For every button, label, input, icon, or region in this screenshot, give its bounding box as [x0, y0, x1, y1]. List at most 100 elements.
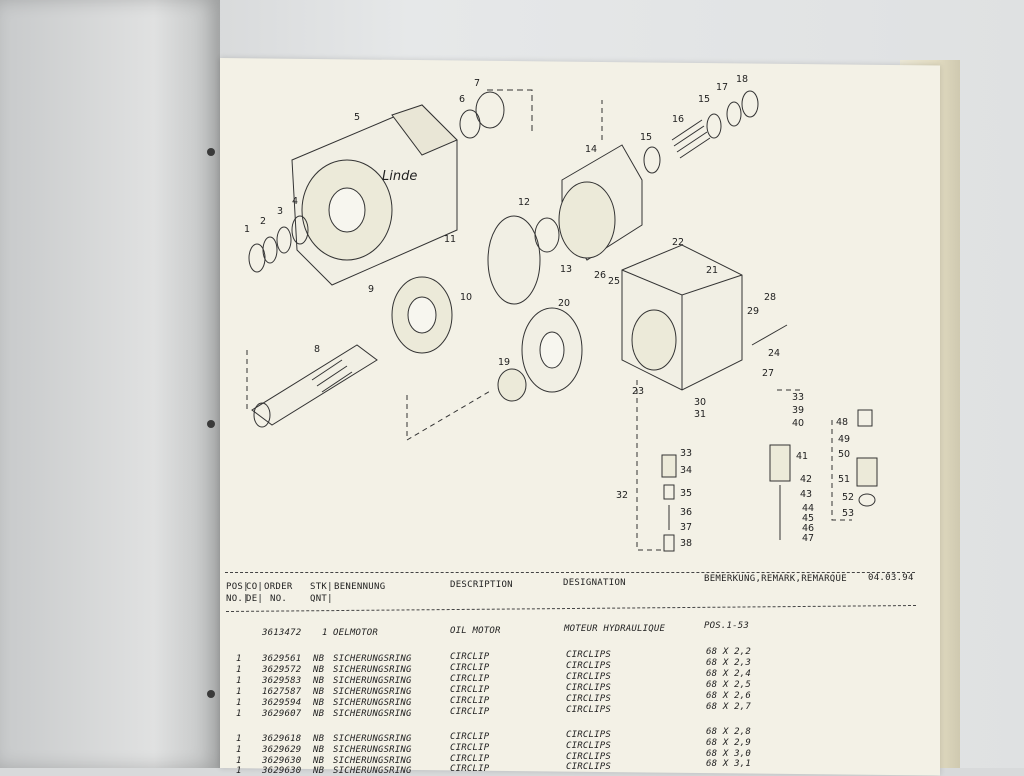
- row-description: CIRCLIP: [450, 674, 490, 684]
- header-rule-top: [225, 572, 915, 573]
- callout-label: 24: [768, 348, 780, 359]
- row-pos: 1: [236, 745, 242, 755]
- callout-label: 51: [838, 474, 850, 485]
- callout-label: 26: [594, 270, 606, 281]
- callout-label: 19: [498, 357, 510, 368]
- row-order: 3629630: [262, 756, 302, 766]
- callout-label: 4: [292, 196, 298, 207]
- row-order: 3629561: [262, 654, 302, 664]
- callout-label: 27: [762, 368, 774, 379]
- callout-label: 1: [244, 224, 250, 235]
- callout-label: 48: [836, 417, 848, 428]
- main-benennung: OELMOTOR: [333, 628, 378, 638]
- row-remark: 68 X 2,3: [706, 658, 751, 668]
- callout-label: 38: [680, 538, 692, 549]
- row-benennung: SICHERUNGSRING: [333, 676, 412, 686]
- callout-label: 11: [444, 234, 456, 245]
- main-order: 3613472: [262, 628, 302, 638]
- callout-label: 29: [747, 306, 759, 317]
- row-description: CIRCLIP: [450, 652, 490, 662]
- main-description: OIL MOTOR: [450, 626, 501, 636]
- row-designation: CIRCLIPS: [566, 762, 611, 772]
- binder-hole: [207, 690, 215, 698]
- callout-label: 46: [802, 523, 814, 534]
- col-remark-header: BEMERKUNG,REMARK,REMARQUE: [704, 574, 847, 584]
- row-designation: CIRCLIPS: [566, 730, 611, 740]
- row-designation: CIRCLIPS: [566, 752, 611, 762]
- col-description-header: DESCRIPTION: [450, 580, 513, 590]
- callout-label: 31: [694, 409, 706, 420]
- valve-cartridge-part: [661, 454, 677, 478]
- row-benennung: SICHERUNGSRING: [333, 709, 412, 719]
- callout-label: 53: [842, 508, 854, 519]
- row-order: 3629572: [262, 665, 302, 675]
- callout-label: 50: [838, 449, 850, 460]
- callout-label: 22: [672, 237, 684, 248]
- row-pos: 1: [236, 676, 242, 686]
- callout-label: 47: [802, 533, 814, 544]
- callout-label: 6: [459, 94, 465, 105]
- row-designation: CIRCLIPS: [566, 705, 611, 715]
- main-designation: MOTEUR HYDRAULIQUE: [564, 624, 666, 634]
- callout-label: 9: [368, 284, 374, 295]
- callout-label: 41: [796, 451, 808, 462]
- callout-label: 43: [800, 489, 812, 500]
- col-code-header: CO|: [246, 582, 264, 592]
- col-order-header: ORDER: [264, 582, 293, 592]
- main-remark: POS.1-53: [704, 621, 749, 631]
- callout-label: 18: [736, 74, 748, 85]
- binder-hole: [207, 148, 215, 156]
- callout-label: 28: [764, 292, 776, 303]
- col-order-header-2: NO.: [270, 594, 288, 604]
- callout-label: 15: [698, 94, 710, 105]
- row-pos: 1: [236, 698, 242, 708]
- row-description: CIRCLIP: [450, 663, 490, 673]
- row-designation: CIRCLIPS: [566, 741, 611, 751]
- row-benennung: SICHERUNGSRING: [333, 734, 412, 744]
- row-description: CIRCLIP: [450, 685, 490, 695]
- row-qty: NB: [313, 709, 325, 719]
- row-benennung: SICHERUNGSRING: [333, 756, 412, 766]
- row-description: CIRCLIP: [450, 743, 490, 753]
- row-remark: 68 X 3,1: [706, 759, 751, 769]
- callout-label: 14: [585, 144, 597, 155]
- col-designation-header: DESIGNATION: [563, 578, 626, 588]
- row-benennung: SICHERUNGSRING: [333, 654, 412, 664]
- row-remark: 68 X 2,9: [706, 738, 751, 748]
- callout-label: 40: [792, 418, 804, 429]
- row-qty: NB: [313, 676, 325, 686]
- col-pos-header-2: NO.|: [226, 594, 249, 604]
- shaft-part: [251, 344, 378, 426]
- row-designation: CIRCLIPS: [566, 672, 611, 682]
- callout-label: 25: [608, 276, 620, 287]
- binder-hole: [207, 420, 215, 428]
- callout-label: 35: [680, 488, 692, 499]
- callout-label: 49: [838, 434, 850, 445]
- callout-label: 52: [842, 492, 854, 503]
- callout-label: 20: [558, 298, 570, 309]
- row-remark: 68 X 2,7: [706, 702, 751, 712]
- row-qty: NB: [313, 756, 325, 766]
- callout-label: 21: [706, 265, 718, 276]
- row-benennung: SICHERUNGSRING: [333, 745, 412, 755]
- row-designation: CIRCLIPS: [566, 661, 611, 671]
- row-designation: CIRCLIPS: [566, 683, 611, 693]
- row-qty: NB: [313, 654, 325, 664]
- row-benennung: SICHERUNGSRING: [333, 665, 412, 675]
- callout-label: 3: [277, 206, 283, 217]
- row-benennung: SICHERUNGSRING: [333, 698, 412, 708]
- row-order: 3629583: [262, 676, 302, 686]
- date-stamp: 04.03.94: [868, 573, 914, 583]
- row-description: CIRCLIP: [450, 732, 490, 742]
- row-benennung: SICHERUNGSRING: [333, 687, 412, 697]
- row-qty: NB: [313, 687, 325, 697]
- col-pos-header: POS|: [226, 582, 249, 592]
- row-qty: NB: [313, 734, 325, 744]
- row-remark: 68 X 2,2: [706, 647, 751, 657]
- row-remark: 68 X 2,8: [706, 727, 751, 737]
- row-remark: 68 X 2,5: [706, 680, 751, 690]
- row-designation: CIRCLIPS: [566, 694, 611, 704]
- row-description: CIRCLIP: [450, 696, 490, 706]
- row-pos: 1: [236, 687, 242, 697]
- row-pos: 1: [236, 756, 242, 766]
